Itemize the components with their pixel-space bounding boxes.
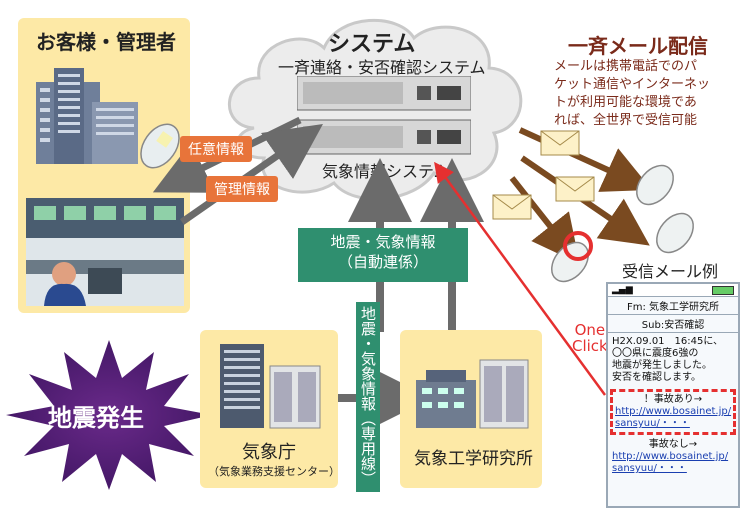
accident-yes-label: ！事故あり→ [643, 394, 703, 405]
earthquake-burst [6, 340, 212, 490]
envelope-icon [492, 194, 532, 220]
jma-title: 気象庁 [242, 442, 296, 463]
jma-subtitle: （気象業務支援センター） [208, 465, 340, 478]
control-room-image [26, 198, 184, 306]
system-title: システム [328, 32, 416, 57]
jma-building-icon [220, 344, 321, 429]
battery-icon [712, 286, 734, 295]
mobile-phone-icon [656, 212, 694, 254]
server-rack-icon [297, 76, 471, 155]
earthquake-label: 地震発生 [48, 404, 144, 432]
quake-weather-label: 地震・気象情報 [330, 233, 436, 251]
accident-yes-block[interactable]: ！事故あり→ http://www.bosainet.jp/ sansyuu/・… [610, 389, 736, 435]
mail-from: Fm: 気象工学研究所 [608, 297, 738, 315]
dedicated-line-label: 地震・気象情報（専用線） [359, 306, 377, 486]
mail-example-title: 受信メール例 [622, 262, 719, 281]
accident-no-label: 事故なし→ [648, 439, 698, 450]
one-click-label: One Click [572, 321, 608, 355]
accident-yes-link[interactable]: http://www.bosainet.jp/ [615, 406, 732, 417]
auto-link-label: （自動連係） [337, 253, 428, 271]
accident-no-block[interactable]: 事故なし→ http://www.bosainet.jp/ sansyuu/・・… [608, 437, 738, 477]
envelope-icon [555, 176, 595, 202]
mail-subject: Sub:安否確認 [608, 315, 738, 333]
lab-building-icon [416, 359, 529, 429]
customer-title: お客様・管理者 [36, 30, 176, 54]
accident-no-link[interactable]: http://www.bosainet.jp/ [612, 451, 729, 462]
broadcast-description: メールは携帯電話でのパ ケット通信やインターネッ トが利用可能な環境であ れば、… [554, 59, 711, 128]
safety-system-label: 一斉連絡・安否確認システム [278, 58, 486, 77]
phone-status-bar: ▂▄▆ [608, 284, 738, 297]
mail-example-screen: ▂▄▆ Fm: 気象工学研究所 Sub:安否確認 H2X.09.01 16:45… [606, 282, 740, 508]
accident-yes-link-cont[interactable]: sansyuu/・・・ [615, 418, 690, 429]
office-building-icon [36, 68, 138, 164]
mobile-phone-icon [551, 231, 593, 283]
envelope-icon [540, 130, 580, 156]
admin-info-tag: 管理情報 [206, 176, 278, 202]
quake-weather-info-box: 地震・気象情報 （自動連係） [298, 228, 468, 282]
mail-body: H2X.09.01 16:45に、 〇〇県に震度6強の 地震が発生しました。 安… [612, 336, 724, 383]
optional-info-tag: 任意情報 [180, 136, 252, 162]
broadcast-title: 一斉メール配信 [568, 34, 708, 58]
signal-icon: ▂▄▆ [612, 285, 633, 295]
mobile-phone-icon [636, 164, 674, 206]
dedicated-line-box: 地震・気象情報（専用線） [356, 302, 380, 492]
accident-no-link-cont[interactable]: sansyuu/・・・ [612, 463, 687, 474]
lab-title: 気象工学研究所 [414, 449, 533, 469]
